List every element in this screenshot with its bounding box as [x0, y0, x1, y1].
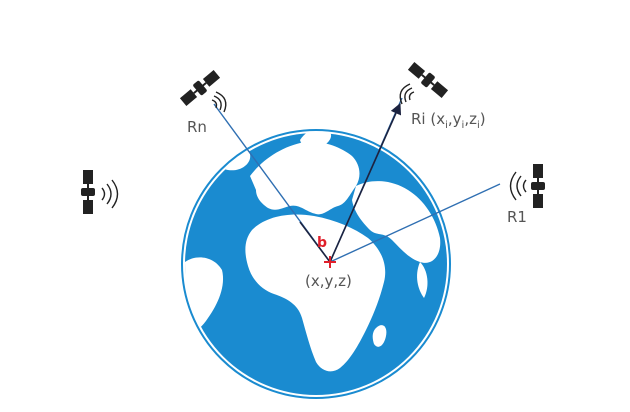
- signal-wave-icon: [211, 91, 227, 113]
- satellite-icon: [531, 164, 545, 208]
- label-b: b: [317, 235, 328, 251]
- satellite-icon: [81, 170, 95, 214]
- satellite-icon: [179, 70, 221, 106]
- signal-wave-icon: [509, 171, 527, 201]
- earth-globe-icon: [181, 129, 451, 399]
- position-vector-ri: [329, 102, 402, 263]
- receiver-cross-icon: [324, 256, 336, 268]
- label-rn: Rn: [187, 118, 207, 136]
- label-ri-name: Ri: [411, 110, 426, 128]
- signal-wave-icon: [399, 83, 415, 105]
- signal-wave-icon: [101, 179, 119, 209]
- label-r1: R1: [507, 208, 527, 226]
- label-ri-coords: (xi,yi,zi): [430, 110, 486, 131]
- label-ri: Ri (xi,yi,zi): [411, 110, 486, 131]
- satellite-icon: [407, 62, 449, 98]
- vector-lines: [299, 102, 402, 263]
- vector-b-segment: [299, 221, 331, 263]
- label-user-position: (x,y,z): [305, 272, 352, 290]
- signal-line-r1: [329, 183, 501, 263]
